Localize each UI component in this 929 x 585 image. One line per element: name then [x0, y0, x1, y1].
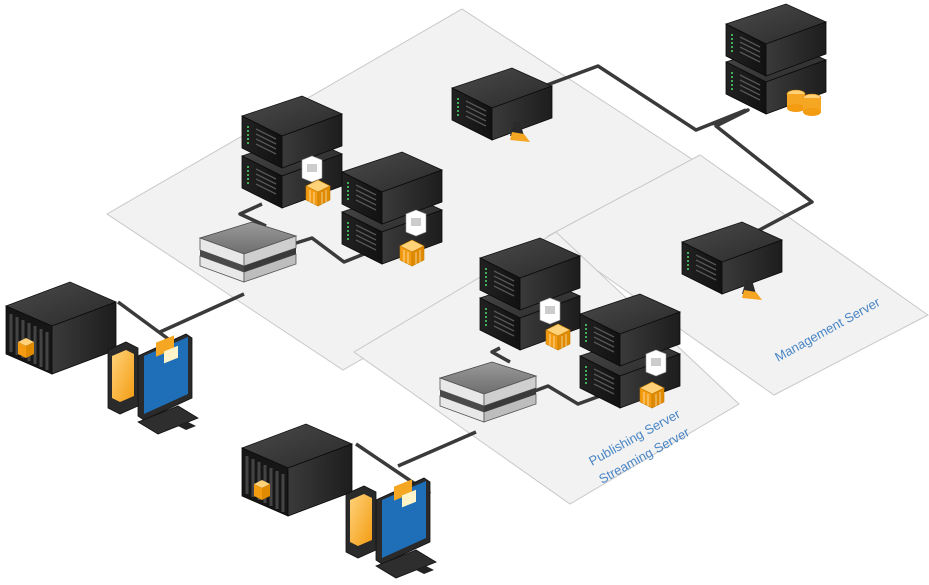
- lamp-icon: [742, 280, 762, 300]
- storage-chassis-2: [240, 422, 354, 518]
- server-stack-zone2-a: [479, 237, 581, 351]
- server-stack-zone2-b: [579, 293, 681, 409]
- lamp-icon: [510, 122, 530, 142]
- client-workstation-2: [345, 477, 437, 579]
- application-icon: [639, 381, 665, 409]
- storage-badge-icon: [18, 338, 34, 358]
- database-icon: [786, 89, 822, 116]
- server-stack-zone1-a: [241, 95, 343, 209]
- storage-chassis-1: [4, 280, 118, 376]
- database-server-stack: [725, 3, 827, 116]
- server-publishing-top: [451, 67, 553, 142]
- client-workstation-1: [107, 333, 199, 435]
- storage-badge-icon: [254, 480, 270, 500]
- management-server: [681, 221, 783, 300]
- application-icon: [545, 323, 571, 351]
- application-icon: [305, 179, 331, 207]
- application-icon: [399, 239, 425, 267]
